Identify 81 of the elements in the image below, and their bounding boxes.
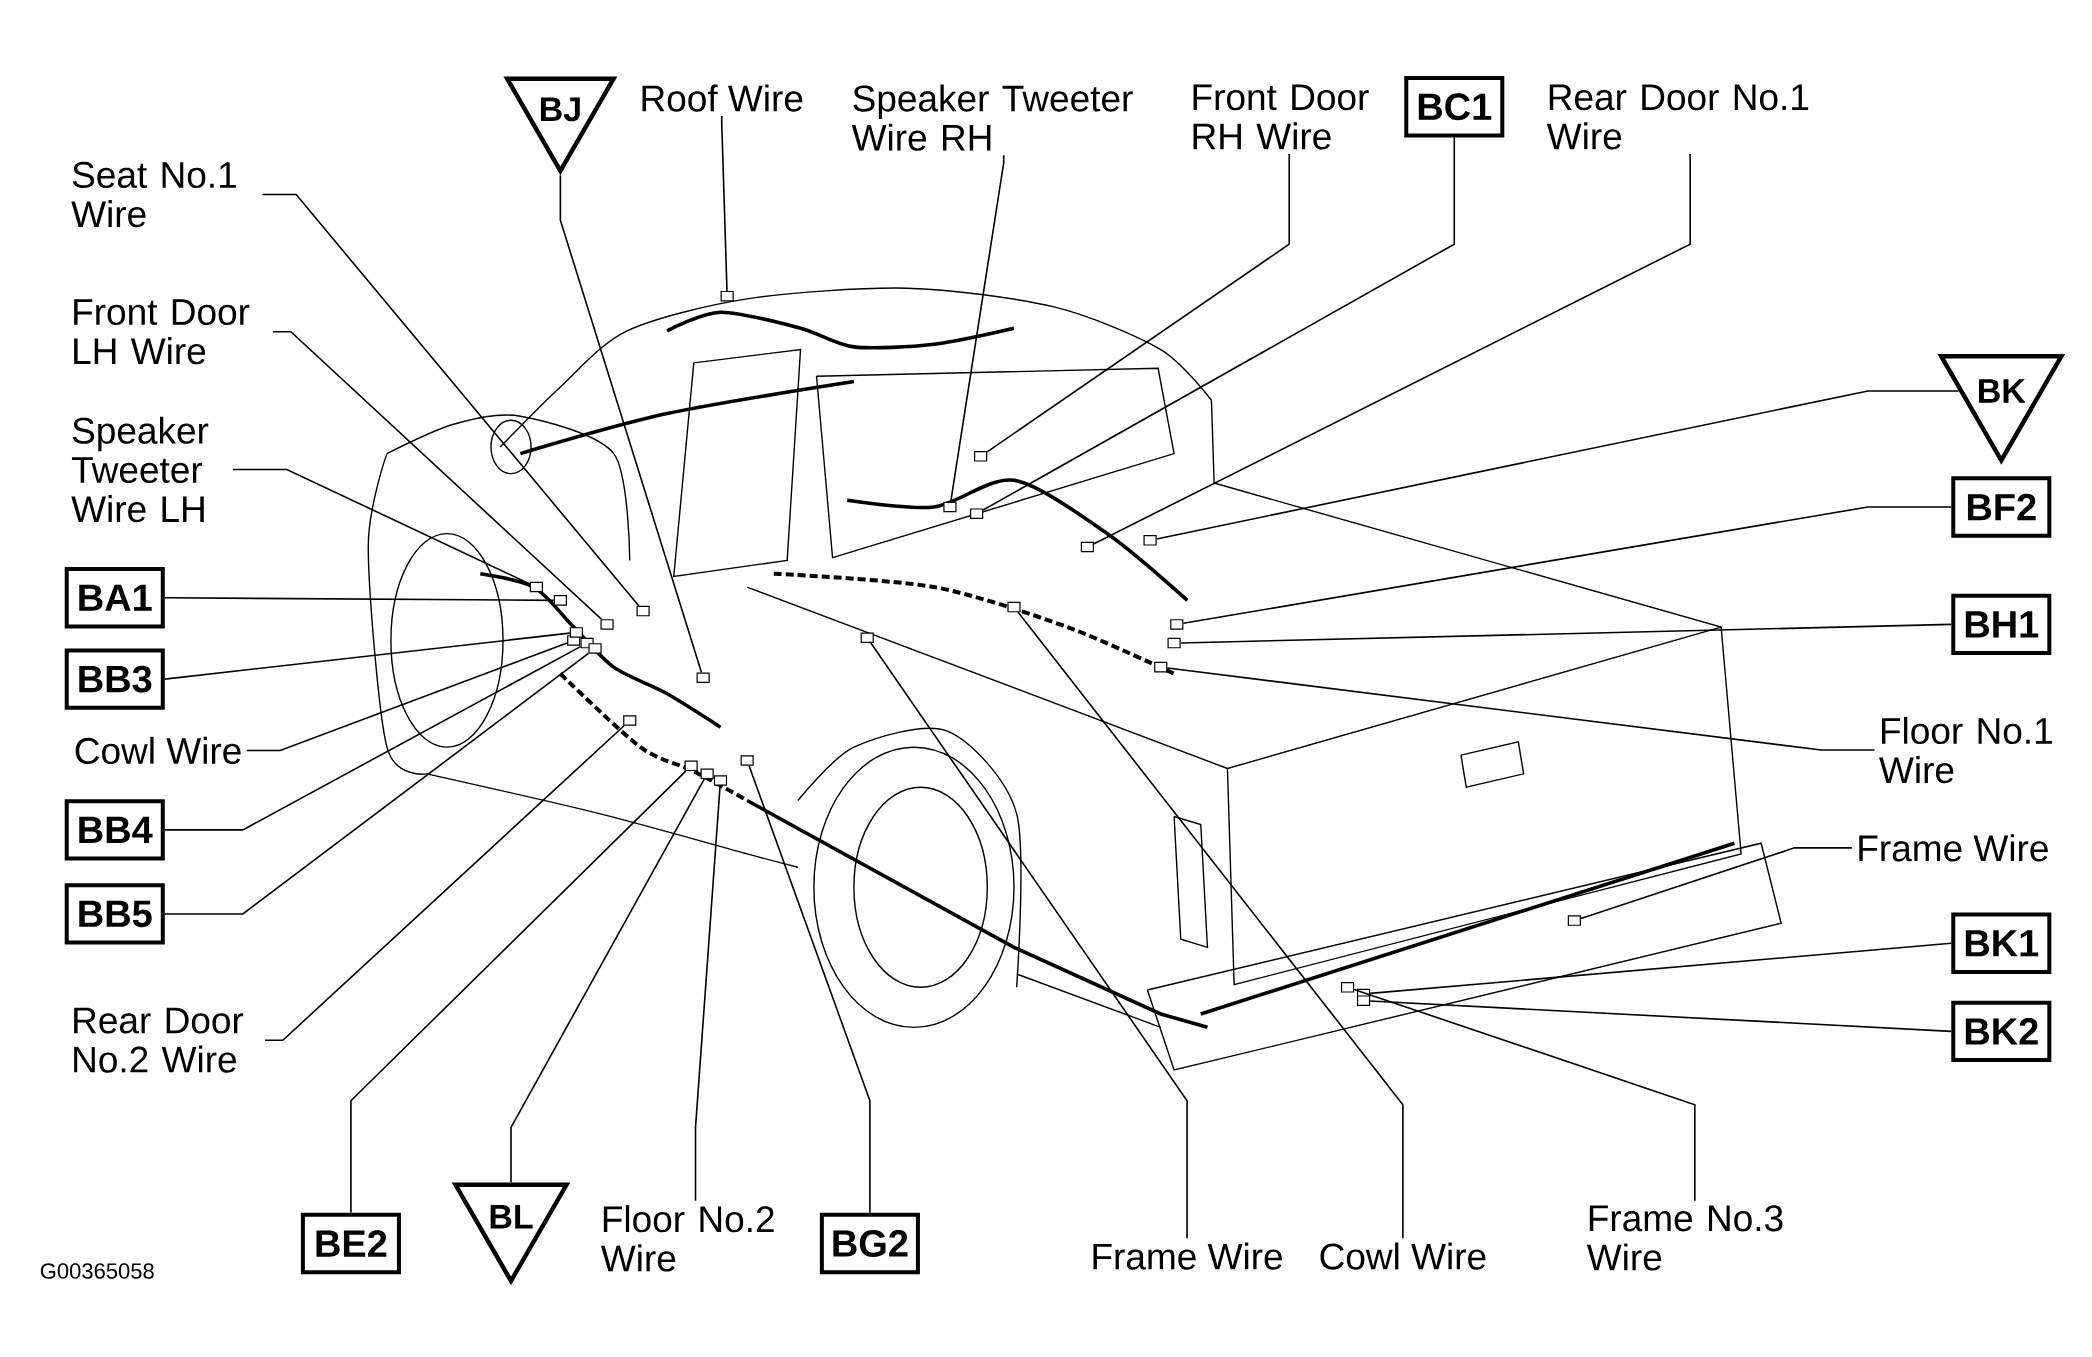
callout-text: Front Door LH Wire [74,299,250,365]
code-box: BE2 [300,1212,401,1275]
leader-line [949,154,1005,503]
leader-line [1580,847,1853,920]
callout-text: Speaker Tweeter Wire LH [71,416,209,523]
connector [1154,661,1168,673]
leader-line [1155,390,1960,540]
leader-line [264,725,625,1042]
connector [943,501,957,513]
callout-text: Frame Wire [1859,834,2048,862]
leader-line [986,153,1290,453]
leader-line [1017,611,1404,1239]
leader-line [870,642,1188,1239]
callout-text: Rear Door No.1 Wire [1546,84,1809,150]
leader-line [164,632,571,680]
leader-line [164,597,555,602]
leader-line [694,785,721,1202]
connector [1007,601,1021,613]
code-box: BB4 [64,799,165,861]
callout-text: Floor No.2 Wire [600,1205,774,1272]
connector [636,605,650,617]
code-box: BG2 [819,1212,920,1275]
connector [700,768,714,780]
leader-line [1369,1000,1953,1033]
callout-text: Front Door RH Wire [1193,84,1369,150]
leader-line [1182,506,1953,625]
connector [1170,619,1184,630]
connector [696,672,710,684]
code-box: BF2 [1951,476,2052,538]
leader-line [232,468,531,585]
connector [970,508,984,519]
leader-line [1093,153,1691,545]
leader-line [245,642,568,752]
code-box: BH1 [1951,593,2052,656]
callout-text: Floor No.1 Wire [1879,716,2052,784]
connector [720,291,734,302]
leader-line [1369,942,1953,995]
leader-line [1166,667,1876,751]
callout-text: Roof Wire [642,84,803,112]
leader-line [164,645,582,831]
leader-line [748,765,871,1214]
connector [1080,541,1094,553]
connector [1567,915,1581,926]
connector [569,627,583,638]
connector [588,643,602,654]
leader-line [164,652,590,915]
leader-line [1353,988,1696,1202]
code-box: BA1 [64,567,165,629]
callout-text: Cowl Wire [75,736,241,765]
connector [623,715,637,726]
connector [860,632,874,644]
connector [553,595,567,606]
connector [600,619,614,630]
callout-text: Cowl Wire [1320,1242,1486,1270]
connector [974,451,988,462]
leader-line [350,770,687,1214]
callout-text: Rear Door No.2 Wire [74,1007,244,1073]
callout-text: Speaker Tweeter Wire RH [851,84,1133,151]
connector [740,755,754,766]
code-box: BB5 [64,883,165,945]
callout-text: Frame No.3 Wire [1586,1205,1783,1271]
code-box: BB3 [64,648,165,710]
leader-line [510,778,705,1184]
code-box: BK1 [1951,912,2052,974]
leader-line [1179,623,1953,644]
leader-line [559,174,703,674]
connector [684,760,698,772]
leader-line [720,115,728,292]
connector [1340,982,1355,993]
connector [1143,535,1157,546]
leader-line [982,136,1456,511]
connector [1167,637,1181,649]
code-box: BK2 [1951,1000,2052,1063]
code-box: BC1 [1404,76,1505,138]
leader-line [272,331,603,620]
figure-code: G00365058 [40,1263,154,1279]
callout-text: Frame Wire [1093,1242,1282,1270]
leader-line [261,193,640,607]
connector [529,581,543,593]
callout-text: Seat No.1 Wire [71,161,236,228]
connector [713,775,728,786]
